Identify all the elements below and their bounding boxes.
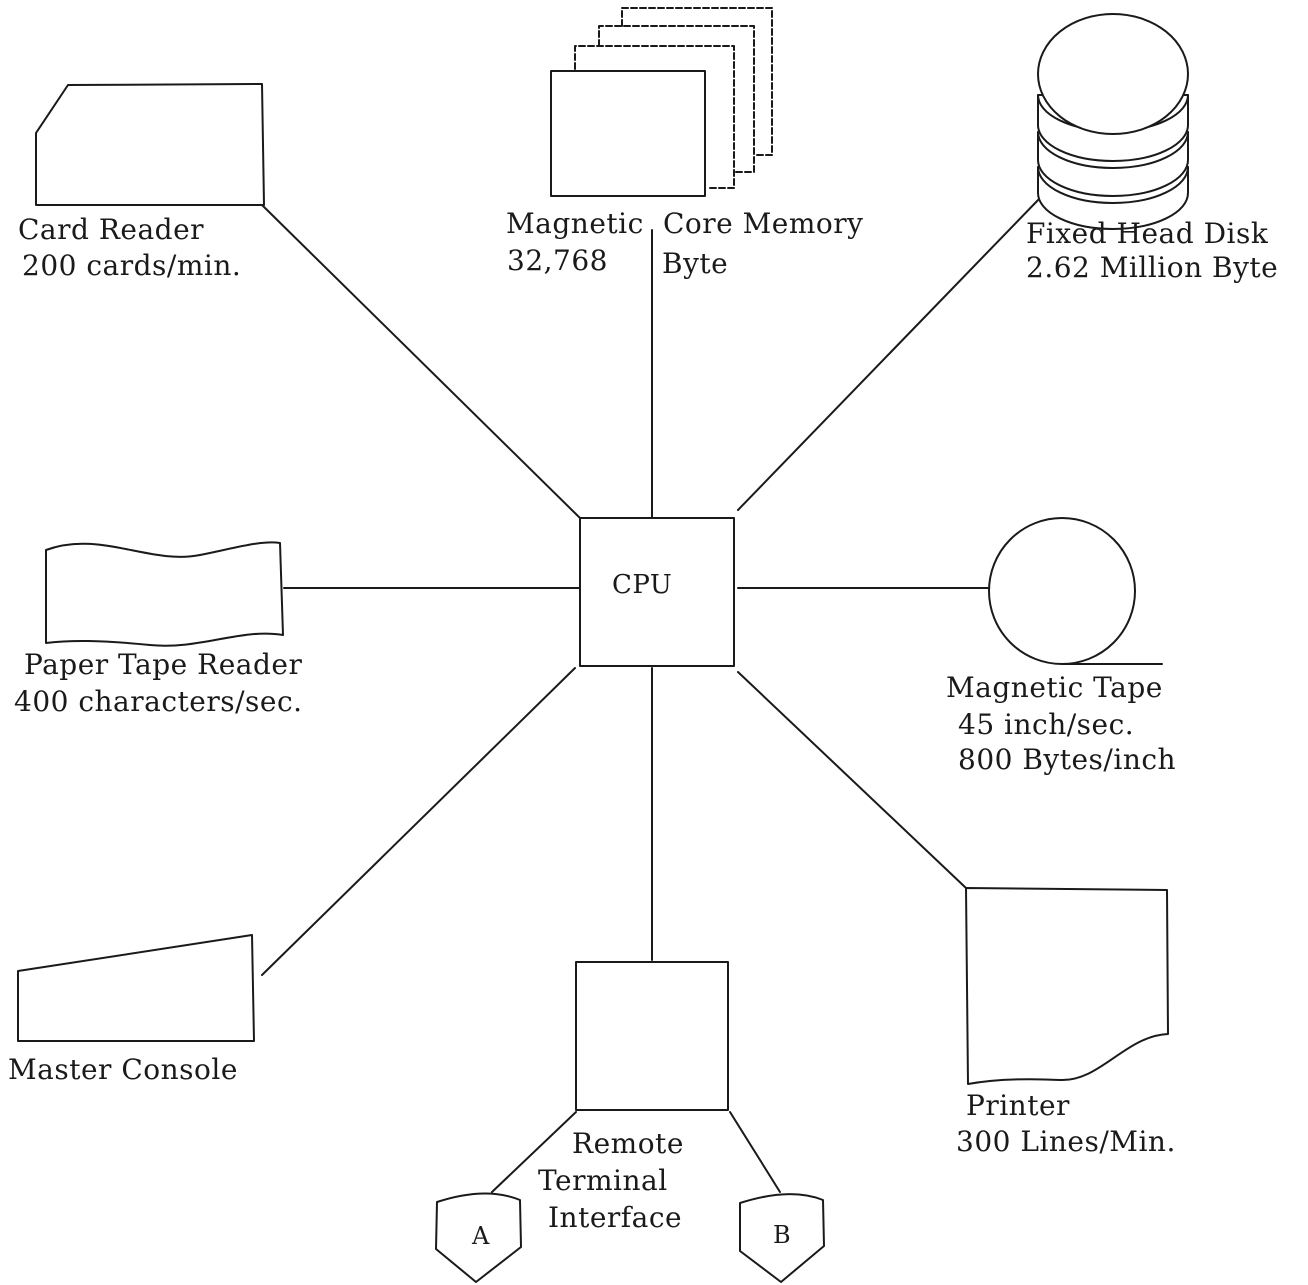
- link-printer: [737, 671, 967, 889]
- fixed-head-disk-icon: [1037, 13, 1189, 230]
- magnetic-tape-icon: [988, 517, 1163, 665]
- card-reader-name: Card Reader: [18, 213, 205, 246]
- terminal-b-icon: [739, 1193, 825, 1283]
- remote-interface-box: [575, 961, 729, 1111]
- paper-tape-reader-spec: 400 characters/sec.: [14, 685, 303, 718]
- master-console-icon: [17, 934, 255, 1042]
- remote-interface-line1: Remote: [572, 1127, 684, 1160]
- card-reader-spec: 200 cards/min.: [22, 249, 242, 282]
- link-master-console: [261, 667, 576, 976]
- core-memory-size: 32,768: [507, 244, 608, 277]
- link-fixed-head-disk: [737, 197, 1041, 511]
- card-reader-icon: [35, 83, 265, 206]
- terminal-a-icon: [435, 1192, 522, 1283]
- core-memory-name-part2: Core Memory: [663, 207, 864, 240]
- printer-icon: [965, 887, 1169, 1085]
- core-memory-unit: Byte: [662, 247, 729, 280]
- printer-name: Printer: [966, 1089, 1070, 1122]
- core-memory-icon: [550, 7, 773, 197]
- magnetic-tape-spec2: 800 Bytes/inch: [958, 743, 1177, 776]
- printer-spec: 300 Lines/Min.: [956, 1125, 1176, 1158]
- paper-tape-reader-name: Paper Tape Reader: [24, 648, 303, 681]
- link-terminal-b: [729, 1111, 781, 1193]
- magnetic-tape-name: Magnetic Tape: [946, 671, 1163, 704]
- master-console-name: Master Console: [8, 1053, 238, 1086]
- cpu-box: [579, 517, 735, 667]
- terminal-b-label: B: [773, 1221, 792, 1249]
- fixed-head-disk-spec: 2.62 Million Byte: [1026, 251, 1279, 284]
- terminal-a-label: A: [472, 1222, 490, 1250]
- core-memory-name-part1: Magnetic: [506, 207, 644, 240]
- remote-interface-line3: Interface: [548, 1201, 683, 1234]
- fixed-head-disk-name: Fixed Head Disk: [1026, 217, 1269, 250]
- link-card-reader: [261, 204, 581, 519]
- cpu-label: CPU: [612, 570, 673, 600]
- magnetic-tape-spec1: 45 inch/sec.: [958, 708, 1135, 741]
- remote-interface-line2: Terminal: [538, 1164, 668, 1197]
- link-terminal-a: [491, 1111, 577, 1193]
- paper-tape-reader-icon: [45, 541, 284, 647]
